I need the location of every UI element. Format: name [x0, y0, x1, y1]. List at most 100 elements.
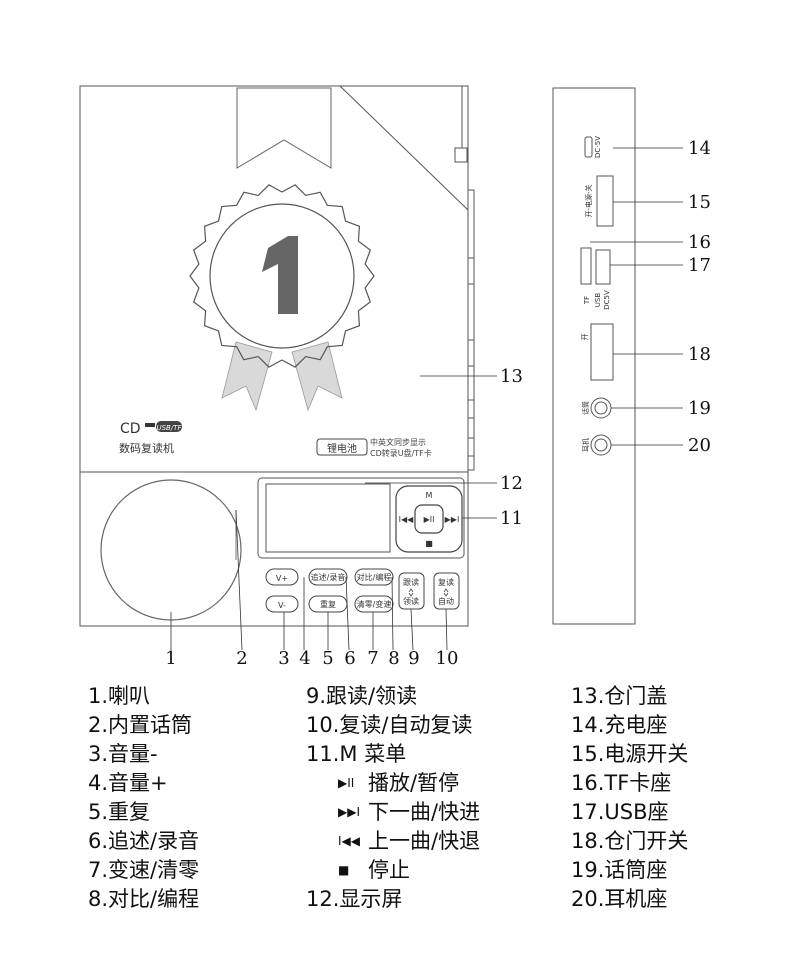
brand-cd: CD	[120, 421, 141, 437]
legend-item: 6.追述/录音	[88, 829, 200, 853]
speed-button[interactable]	[354, 595, 394, 613]
volume-down-button[interactable]	[265, 595, 299, 613]
legend-item: 17.USB座	[571, 800, 669, 824]
legend-subitem-label: 上一曲/快退	[368, 829, 481, 853]
callout-10: 10	[436, 648, 459, 669]
legend-subitem-prev: I◀◀上一曲/快退	[306, 827, 480, 856]
mic-jack	[590, 397, 612, 419]
repeat-label: 重复	[320, 599, 336, 609]
next-icon[interactable]: ▶▶I	[445, 515, 460, 524]
volume-up-button[interactable]	[265, 568, 299, 586]
legend-item: 8.对比/编程	[88, 887, 200, 911]
legend-item: 5.重复	[88, 800, 151, 824]
ear-jack-label: 耳机	[581, 438, 590, 452]
stop-icon: ■	[338, 863, 350, 877]
legend-item: 16.TF卡座	[571, 771, 672, 795]
side-body	[552, 87, 636, 625]
prev-icon[interactable]: I◀◀	[399, 515, 415, 524]
callout-7: 7	[367, 648, 378, 669]
follow-toggle-icon	[408, 588, 414, 597]
legend-subitem-play: ▶II 播放/暂停	[306, 769, 480, 798]
device-diagram: CD USB/TF 数码复读机 锂电池 中英文同步显示 CD转录U盘/TF卡 M…	[79, 85, 711, 669]
legend-item: 4.音量+	[88, 771, 168, 795]
callout-3: 3	[278, 648, 289, 669]
legend-column-1: 1.喇叭 2.内置话筒 3.音量- 4.音量+ 5.重复 6.追述/录音 7.变…	[88, 682, 199, 914]
lid-latch	[454, 147, 468, 163]
volume-up-label: V+	[276, 574, 288, 583]
callout-5: 5	[322, 648, 333, 669]
brand-usb-tf: USB/TF	[156, 424, 182, 432]
legend-item: 12.显示屏	[306, 887, 403, 911]
compare-button[interactable]	[354, 568, 394, 586]
callout-12: 12	[500, 473, 523, 494]
compare-label: 对比/编程	[357, 572, 392, 582]
lid-diagonal	[339, 85, 469, 211]
callout-14: 14	[688, 138, 711, 159]
follow-read-button[interactable]	[398, 572, 425, 610]
legend-item: 15.电源开关	[571, 742, 689, 766]
callout-4: 4	[299, 648, 310, 669]
lid-slot-b	[467, 339, 475, 367]
callout-18: 18	[688, 344, 711, 365]
legend-item: 20.耳机座	[571, 887, 668, 911]
battery-badge	[316, 438, 368, 456]
follow-label-bottom: 领读	[403, 596, 419, 606]
callout-19: 19	[688, 398, 711, 419]
power-switch	[596, 175, 614, 227]
legend-item: 11.M 菜单	[306, 742, 407, 766]
stop-icon[interactable]: ■	[425, 539, 433, 548]
leader-lines	[170, 147, 683, 651]
volume-down-label: V-	[278, 601, 286, 610]
product-name: 数码复读机	[119, 441, 174, 455]
nav-pad[interactable]: M ▶II I◀◀ ▶▶I ■	[395, 485, 463, 553]
reread-label-top: 复读	[438, 577, 454, 587]
callout-16: 16	[688, 232, 711, 253]
menu-m-label[interactable]: M	[426, 491, 433, 500]
lid-slot-a	[467, 257, 475, 285]
callout-6: 6	[344, 648, 355, 669]
callout-8: 8	[388, 648, 399, 669]
legend-item: 10.复读/自动复读	[306, 713, 473, 737]
reread-label-bottom: 自动	[438, 596, 454, 606]
mic-jack-label: 话筒	[581, 401, 590, 415]
award-badge-icon	[189, 184, 375, 412]
next-icon: ▶▶I	[338, 805, 360, 819]
callout-17: 17	[688, 255, 711, 276]
play-pause-icon: ▶II	[338, 776, 355, 790]
battery-label: 锂电池	[327, 442, 357, 455]
badge-number-one	[262, 236, 298, 314]
legend-column-3: 13.仓门盖 14.充电座 15.电源开关 16.TF卡座 17.USB座 18…	[571, 682, 688, 914]
usb-port	[595, 249, 611, 285]
legend-subitem-stop: ■停止	[306, 856, 480, 885]
speaker-grille	[100, 479, 242, 621]
legend-subitem-label: 播放/暂停	[368, 771, 460, 795]
legend-subitem-label: 下一曲/快进	[368, 800, 481, 824]
brand-dash	[145, 423, 155, 427]
front-view	[79, 85, 475, 627]
reread-button[interactable]	[433, 572, 460, 610]
power-label: 开-电源-关	[584, 184, 593, 217]
legend-item: 14.充电座	[571, 713, 668, 737]
device-body	[79, 85, 469, 627]
callout-20: 20	[688, 435, 711, 456]
legend-item: 2.内置话筒	[88, 713, 193, 737]
legend-item: 3.音量-	[88, 742, 158, 766]
feature-line2: CD转录U盘/TF卡	[370, 448, 432, 458]
display-screen	[265, 483, 391, 553]
lid-edge	[467, 86, 475, 471]
ribbon-icon	[236, 87, 332, 169]
legend-subitem-next: ▶▶I 下一曲/快进	[306, 798, 480, 827]
record-button[interactable]	[308, 568, 348, 586]
brand-usb-tf-pill	[156, 421, 182, 432]
follow-label-top: 跟读	[403, 577, 419, 587]
legend-item: 18.仓门开关	[571, 829, 689, 853]
callout-11: 11	[500, 508, 523, 529]
dc5v-label: DC5V	[603, 290, 611, 310]
door-label: 开	[581, 334, 589, 341]
legend-item: 7.变速/清零	[88, 858, 200, 882]
play-pause-button[interactable]	[414, 504, 444, 534]
record-label: 追述/录音	[311, 572, 346, 582]
dc-label: DC-5V	[594, 136, 602, 158]
lid-slot-d	[467, 437, 475, 457]
door-switch	[590, 323, 614, 381]
